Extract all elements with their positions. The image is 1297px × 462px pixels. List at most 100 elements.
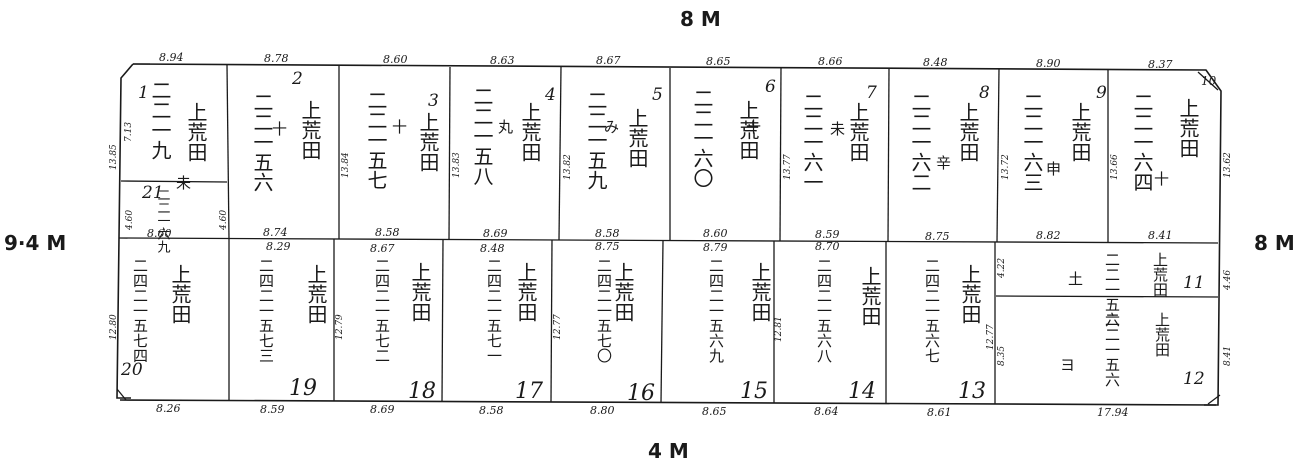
measure-row2-2: 8.67 <box>370 242 395 255</box>
lot-number-10: 10 <box>1201 74 1217 88</box>
code-lot18: 二四二一五七二 <box>373 258 391 363</box>
owner-lot1: 上荒田 <box>184 102 208 162</box>
measure-lot11-left: 4.22 <box>997 258 1007 279</box>
outer-boundary <box>116 63 1222 406</box>
bottom-edge-measurements: 8.26 8.59 8.69 8.58 8.80 8.65 8.64 8.61 … <box>156 402 1129 419</box>
code-lot4: 二二一五八 <box>470 86 494 186</box>
owner-lot11: 上荒田 <box>1151 252 1169 297</box>
measure-top-8: 8.48 <box>923 56 948 69</box>
lot-codes: 二二一九 二二一六九 二二一五六 二二一五七 二二一五八 二二一五九 二二一六〇… <box>131 80 1154 387</box>
owner-lot4: 上荒田 <box>518 102 542 162</box>
measure-top-1: 8.94 <box>159 51 184 64</box>
measure-mid-1: 8.60 <box>147 227 172 240</box>
lot-numbers: 1 2 3 4 5 6 7 8 9 10 21 20 19 18 17 16 1… <box>120 69 1217 406</box>
lot-number-1: 1 <box>138 83 149 103</box>
measure-mid-5: 8.58 <box>595 227 620 240</box>
lot-number-3: 3 <box>428 91 439 111</box>
measure-top-3: 8.60 <box>383 53 408 66</box>
measure-mid-10: 8.41 <box>1148 229 1173 242</box>
measure-top-10: 8.37 <box>1148 58 1173 71</box>
lot-number-20: 20 <box>120 360 143 380</box>
owner-lot12: 上荒田 <box>1153 312 1171 357</box>
measure-bottom-3: 8.69 <box>370 403 395 416</box>
mark-lot4: 丸 <box>498 118 513 136</box>
measure-lot11-right: 4.46 <box>1223 270 1233 291</box>
measure-lot15-left: 12.81 <box>774 316 784 342</box>
owner-lot17: 上荒田 <box>514 262 538 322</box>
measure-lot1-left: 7.13 <box>124 122 134 142</box>
owner-lot2: 上荒田 <box>298 100 322 160</box>
measure-row2-5: 8.79 <box>703 241 728 254</box>
lot-number-9: 9 <box>1096 83 1107 103</box>
owner-lot9: 上荒田 <box>1068 102 1092 162</box>
lot-number-11: 11 <box>1183 273 1205 293</box>
middle-measurements: 8.60 8.74 8.58 8.69 8.58 8.60 8.59 8.75 … <box>147 226 1173 243</box>
owner-lot6: 上荒田 <box>736 100 760 160</box>
measure-lot9-left: 13.72 <box>1001 154 1011 180</box>
mark-lot10: 十 <box>1154 170 1169 188</box>
lot-number-18: 18 <box>408 379 436 404</box>
lot-number-5: 5 <box>652 85 663 105</box>
measure-top-2: 8.78 <box>264 52 289 65</box>
measure-lot4-left: 13.83 <box>452 152 462 178</box>
owner-lot14: 上荒田 <box>858 266 882 326</box>
measure-mid-3: 8.58 <box>375 226 400 239</box>
measure-lot12-left: 8.35 <box>997 346 1007 366</box>
owner-lot18: 上荒田 <box>408 262 432 322</box>
measure-row2-3: 8.48 <box>480 242 505 255</box>
lot11-lot12-division <box>995 295 1219 298</box>
measure-lot13-left: 12.77 <box>986 324 996 350</box>
measure-bottom-9: 17.94 <box>1097 406 1129 419</box>
middle-division-line <box>118 237 1219 244</box>
code-lot10: 二二一六四 <box>1130 92 1154 192</box>
code-lot8: 二二一六二 <box>908 92 932 192</box>
code-lot1: 二二一九 <box>148 80 172 160</box>
measure-bottom-1: 8.26 <box>156 402 181 415</box>
measure-lot3-left: 13.84 <box>341 152 351 178</box>
owner-lot5: 上荒田 <box>625 108 649 168</box>
measure-mid-2: 8.74 <box>263 226 288 239</box>
measure-row2-1: 8.29 <box>266 240 291 253</box>
lot-number-12: 12 <box>1183 369 1205 389</box>
owner-labels: 上荒田 上荒田 上荒田 上荒田 上荒田 上荒田 上荒田 上荒田 上荒田 上荒田 … <box>168 98 1200 358</box>
code-lot3: 二二一五七 <box>364 90 388 190</box>
code-lot9: 二二一六三 <box>1020 92 1044 192</box>
lot1-lot21-division <box>120 180 228 183</box>
road-label-top: 8 M <box>680 7 721 31</box>
bottom-row-dividers <box>228 239 996 404</box>
code-lot7: 二二一六一 <box>800 92 824 192</box>
measure-lot7-left: 13.77 <box>783 154 793 180</box>
measure-outer-right-top: 13.62 <box>1223 152 1233 178</box>
measure-mid-8: 8.75 <box>925 230 950 243</box>
owner-lot13: 上荒田 <box>958 264 982 324</box>
code-lot2: 二二一五六 <box>250 92 274 192</box>
mark-lot12: ヨ <box>1060 356 1075 374</box>
measure-top-9: 8.90 <box>1036 57 1061 70</box>
measure-lot17-left: 12.77 <box>553 314 563 340</box>
measure-mid-4: 8.69 <box>483 227 508 240</box>
code-lot17: 二四二一五七一 <box>485 258 503 363</box>
mark-lot7: 未 <box>830 120 845 138</box>
code-lot16: 二四二一五七〇 <box>595 258 613 363</box>
code-lot14: 二四二一五六八 <box>815 258 833 363</box>
lot-number-16: 16 <box>627 381 655 406</box>
mark-lot1: 未 <box>176 174 191 192</box>
code-lot6: 二二一六〇 <box>690 88 714 188</box>
owner-lot8: 上荒田 <box>956 102 980 162</box>
measure-top-4: 8.63 <box>490 54 515 67</box>
measure-lot5-left: 13.82 <box>563 154 573 180</box>
code-lot12: 二二一五六 <box>1103 312 1121 387</box>
owner-lot7: 上荒田 <box>846 102 870 162</box>
code-lot19: 二四二一五七三 <box>257 258 275 363</box>
code-lot20: 二四二一五七四 <box>131 258 149 363</box>
measure-top-5: 8.67 <box>596 54 621 67</box>
measure-mid-6: 8.60 <box>703 227 728 240</box>
lot-marks: 未 十 十 十 丸 み 未 辛 申 十 土 ヨ <box>176 118 1169 374</box>
lot-number-17: 17 <box>515 379 543 404</box>
lot-number-6: 6 <box>765 77 776 97</box>
owner-lot10: 上荒田 <box>1176 98 1200 158</box>
measure-lot12-right: 8.41 <box>1223 346 1233 366</box>
measure-top-7: 8.66 <box>818 55 843 68</box>
lot-number-19: 19 <box>289 376 317 401</box>
owner-lot15: 上荒田 <box>748 262 772 322</box>
